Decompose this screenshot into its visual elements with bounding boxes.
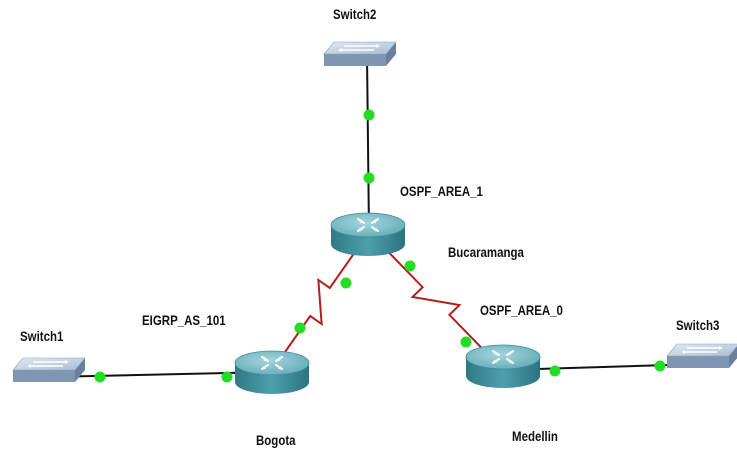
link-status-dot-switch2-bucaramanga-b — [363, 172, 375, 184]
bogota-label: Bogota — [256, 432, 296, 448]
ospf-area-1-label: OSPF_AREA_1 — [400, 183, 483, 199]
bucaramanga-label: Bucaramanga — [448, 244, 524, 260]
link-status-dot-bucaramanga-medellin-b — [460, 336, 472, 348]
switch1-label: Switch1 — [20, 328, 64, 344]
ospf-area-0-label: OSPF_AREA_0 — [480, 302, 563, 318]
link-status-dot-bucaramanga-medellin-a — [404, 260, 416, 272]
switch2-switch-icon[interactable] — [323, 41, 397, 67]
eigrp-as-101-label: EIGRP_AS_101 — [142, 312, 226, 328]
link-status-dot-bucaramanga-bogota-a — [340, 277, 352, 289]
link-status-dot-bucaramanga-bogota-b — [294, 322, 306, 334]
link-status-dot-switch2-bucaramanga-a — [363, 109, 375, 121]
link-bucaramanga-medellin-serial[interactable] — [368, 231, 504, 371]
switch2-label: Switch2 — [333, 6, 377, 22]
switch1-switch-icon[interactable] — [12, 357, 86, 383]
link-status-dot-medellin-switch3-a — [549, 365, 561, 377]
link-switch1-bogota-ethernet[interactable] — [47, 371, 272, 378]
medellin-label: Medellin — [512, 428, 558, 444]
switch3-label: Switch3 — [676, 317, 720, 333]
medellin-router-icon[interactable] — [465, 344, 541, 389]
devices-layer — [12, 41, 737, 395]
bogota-router-icon[interactable] — [234, 350, 310, 395]
link-status-dot-medellin-switch3-b — [654, 360, 666, 372]
link-status-dots — [94, 109, 666, 383]
link-switch2-bucaramanga-ethernet[interactable] — [366, 54, 370, 233]
link-status-dot-switch1-bogota-b — [221, 371, 233, 383]
switch3-switch-icon[interactable] — [666, 343, 737, 369]
bucaramanga-router-icon[interactable] — [330, 212, 406, 257]
link-status-dot-switch1-bogota-a — [94, 371, 106, 383]
